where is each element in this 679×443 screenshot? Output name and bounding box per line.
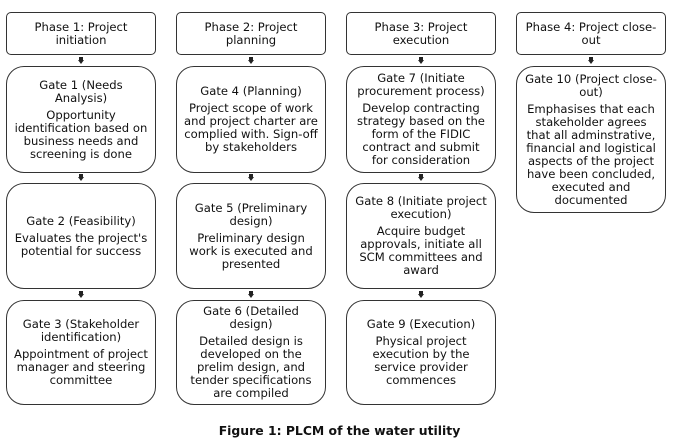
gate-2-title: Gate 2 (Feasibility) (26, 213, 136, 228)
gate-8-desc: Acquire budget approvals, initiate all S… (359, 224, 483, 277)
arrow-down-icon (418, 174, 424, 181)
gate-5-box: Gate 5 (Preliminary design) Preliminary … (176, 183, 326, 289)
phase-1-box: Phase 1: Project initiation (6, 12, 156, 55)
arrow-down-icon (248, 291, 254, 298)
gate-7-title: Gate 7 (Initiate procurement process) (357, 71, 485, 98)
gate-3-title: Gate 3 (Stakeholder identification) (22, 317, 140, 344)
phase-3-box: Phase 3: Project execution (346, 12, 496, 55)
gate-3-desc: Appointment of project manager and steer… (14, 347, 148, 387)
phase-2-label: Phase 2: Project planning (204, 19, 298, 47)
arrow-down-icon (248, 174, 254, 181)
gate-4-title: Gate 4 (Planning) (200, 84, 302, 98)
gate-9-title: Gate 9 (Execution) (366, 317, 476, 331)
phase-4-box: Phase 4: Project close-out (516, 12, 666, 55)
gate-9-desc: Physical project execution by the servic… (372, 334, 470, 387)
arrow-down-icon (418, 57, 424, 64)
arrow-down-icon (78, 57, 84, 64)
gate-4-box: Gate 4 (Planning) Project scope of work … (176, 66, 326, 173)
gate-8-title: Gate 8 (Initiate project execution) (355, 194, 487, 221)
gate-7-desc: Develop contracting strategy based on th… (357, 101, 485, 167)
arrow-down-icon (418, 291, 424, 298)
arrow-down-icon (78, 174, 84, 181)
arrow-down-icon (78, 291, 84, 298)
gate-6-desc: Detailed design is developed on the prel… (190, 334, 312, 400)
figure-caption: Figure 1: PLCM of the water utility (218, 423, 461, 438)
gate-10-box: Gate 10 (Project close-out) Emphasises t… (516, 66, 666, 213)
phase-2-box: Phase 2: Project planning (176, 12, 326, 55)
gate-10-title: Gate 10 (Project close-out) (525, 71, 657, 99)
gate-3-box: Gate 3 (Stakeholder identification) Appo… (6, 300, 156, 405)
gate-4-desc: Project scope of work and project charte… (184, 101, 318, 154)
arrow-down-icon (588, 57, 594, 64)
gate-5-desc: Preliminary design work is executed and … (189, 230, 313, 271)
gate-1-desc: Opportunity identification based on busi… (14, 107, 148, 161)
gate-2-desc: Evaluates the project's potential for su… (14, 230, 148, 258)
gate-1-box: Gate 1 (Needs Analysis) Opportunity iden… (6, 66, 156, 173)
gate-6-title: Gate 6 (Detailed design) (203, 304, 299, 331)
gate-2-box: Gate 2 (Feasibility) Evaluates the proje… (6, 183, 156, 289)
phase-3-label: Phase 3: Project execution (374, 19, 468, 47)
phase-1-label: Phase 1: Project initiation (34, 19, 128, 47)
gate-1-title: Gate 1 (Needs Analysis) (39, 77, 123, 105)
arrow-down-icon (248, 57, 254, 64)
phase-4-label: Phase 4: Project close-out (525, 19, 657, 47)
gate-8-box: Gate 8 (Initiate project execution) Acqu… (346, 183, 496, 289)
gate-7-box: Gate 7 (Initiate procurement process) De… (346, 66, 496, 173)
gate-9-box: Gate 9 (Execution) Physical project exec… (346, 300, 496, 405)
gate-6-box: Gate 6 (Detailed design) Detailed design… (176, 300, 326, 405)
gate-10-desc: Emphasises that each stakeholder agrees … (526, 101, 656, 207)
gate-5-title: Gate 5 (Preliminary design) (194, 200, 308, 228)
